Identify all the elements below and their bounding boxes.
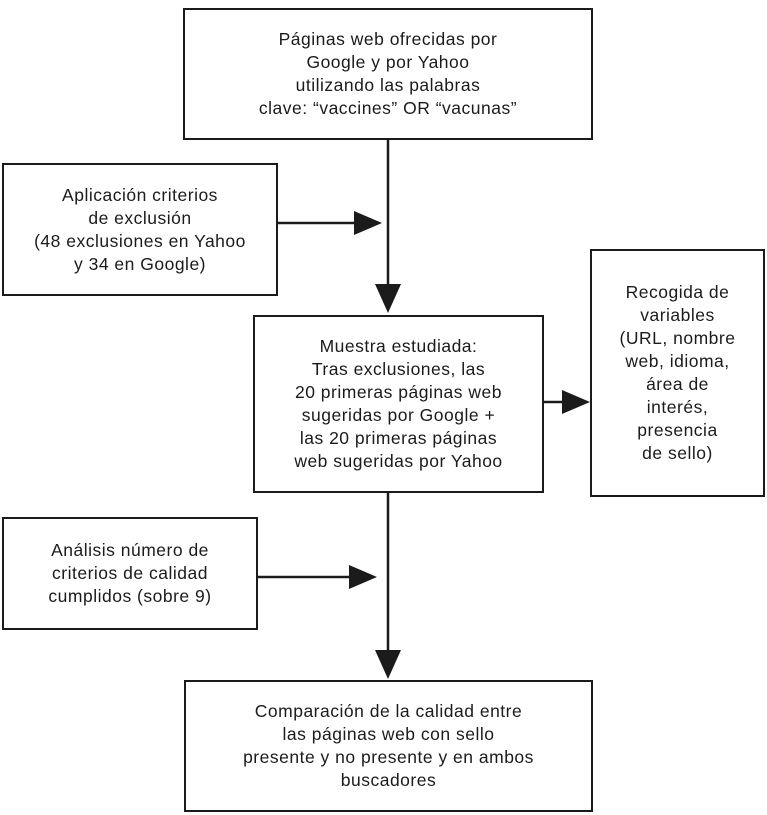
arrow-analysis-to-flow-head: [349, 565, 377, 589]
arrow-search-to-sample: [375, 140, 401, 313]
box-variable-collection-text: Recogida de variables (URL, nombre web, …: [619, 282, 736, 463]
box-studied-sample-text: Muestra estudiada: Tras exclusiones, las…: [294, 336, 503, 471]
box-search-pages: Páginas web ofrecidas por Google y por Y…: [183, 8, 593, 140]
arrow-exclusion-to-flow-head: [354, 211, 382, 235]
box-exclusion-criteria: Aplicación criterios de exclusión (48 ex…: [2, 163, 278, 296]
arrow-sample-to-variables: [544, 390, 590, 414]
box-search-pages-text: Páginas web ofrecidas por Google y por Y…: [258, 29, 518, 118]
box-variable-collection: Recogida de variables (URL, nombre web, …: [590, 249, 765, 497]
box-quality-comparison-text: Comparación de la calidad entre las pági…: [243, 701, 534, 790]
box-exclusion-criteria-text: Aplicación criterios de exclusión (48 ex…: [34, 184, 246, 274]
box-quality-comparison: Comparación de la calidad entre las pági…: [184, 680, 593, 812]
arrow-search-to-sample-head: [375, 284, 401, 313]
arrow-exclusion-to-flow: [278, 211, 382, 235]
box-quality-analysis-text: Análisis número de criterios de calidad …: [48, 540, 212, 606]
arrow-analysis-to-flow: [258, 565, 377, 589]
arrow-sample-to-comparison: [375, 493, 401, 679]
box-quality-analysis: Análisis número de criterios de calidad …: [2, 517, 258, 630]
arrow-sample-to-comparison-head: [375, 650, 401, 679]
box-studied-sample: Muestra estudiada: Tras exclusiones, las…: [253, 315, 544, 493]
arrow-sample-to-variables-head: [562, 390, 590, 414]
